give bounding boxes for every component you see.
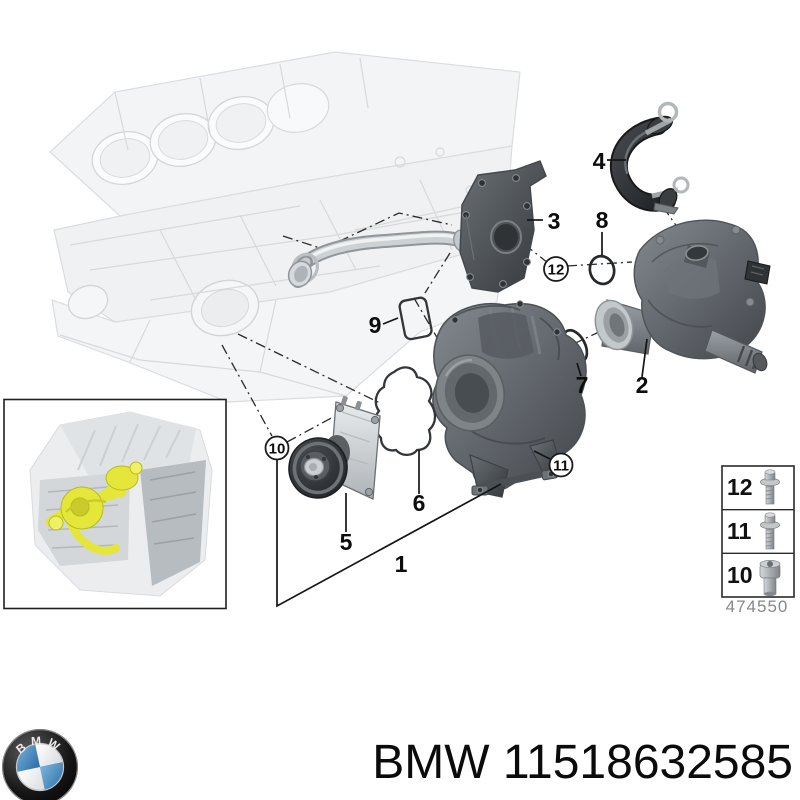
callout-12: 12 [548, 262, 565, 279]
coolant-pipe [287, 229, 471, 288]
diagram-code: 474550 [726, 597, 789, 616]
o-ring-part8 [588, 254, 616, 286]
legend-row-11-number: 11 [727, 518, 752, 544]
callout-11: 11 [553, 458, 569, 475]
callout-circle-11 [548, 452, 574, 478]
legend-box [721, 465, 795, 598]
coolant-hose-part4 [609, 101, 690, 215]
part-number-title: BMW 11518632585 [372, 736, 793, 789]
pump-gasket-part6 [373, 366, 437, 457]
legend-row-12-number: 12 [727, 474, 753, 500]
flange-bolt-icon [760, 469, 780, 505]
callout-1: 1 [395, 551, 408, 577]
inset-engine-thumbnail [3, 398, 227, 610]
inset-highlighted-parts [45, 461, 143, 555]
callout-circle-12 [543, 256, 569, 282]
circled-callouts: 10 11 12 [264, 256, 574, 478]
socket-head-bolt-icon [759, 560, 781, 597]
gasket-part9 [398, 296, 433, 341]
callout-4: 4 [593, 148, 606, 174]
callout-circle-10 [264, 435, 290, 461]
callout-7: 7 [576, 372, 589, 398]
callout-9: 9 [369, 312, 382, 338]
thermostat-housing-part2 [594, 219, 771, 374]
bmw-roundel-icon: BMW [2, 729, 78, 800]
callout-5: 5 [340, 529, 353, 555]
leader-lines [276, 159, 648, 608]
callout-6: 6 [413, 490, 426, 516]
fastener-legend: 12 11 10 474550 [721, 465, 795, 616]
callout-10: 10 [269, 441, 286, 458]
pipe-bracket-part3 [459, 160, 547, 293]
water-pump-part5 [288, 395, 381, 500]
callout-labels: 1 2 3 4 5 6 7 8 9 [340, 148, 649, 577]
callout-8: 8 [596, 207, 609, 233]
flange-bolt-icon [760, 512, 780, 550]
callout-2: 2 [636, 372, 649, 398]
legend-row-10-number: 10 [727, 562, 753, 588]
callout-3: 3 [548, 208, 561, 234]
engine-block-art [49, 51, 521, 403]
